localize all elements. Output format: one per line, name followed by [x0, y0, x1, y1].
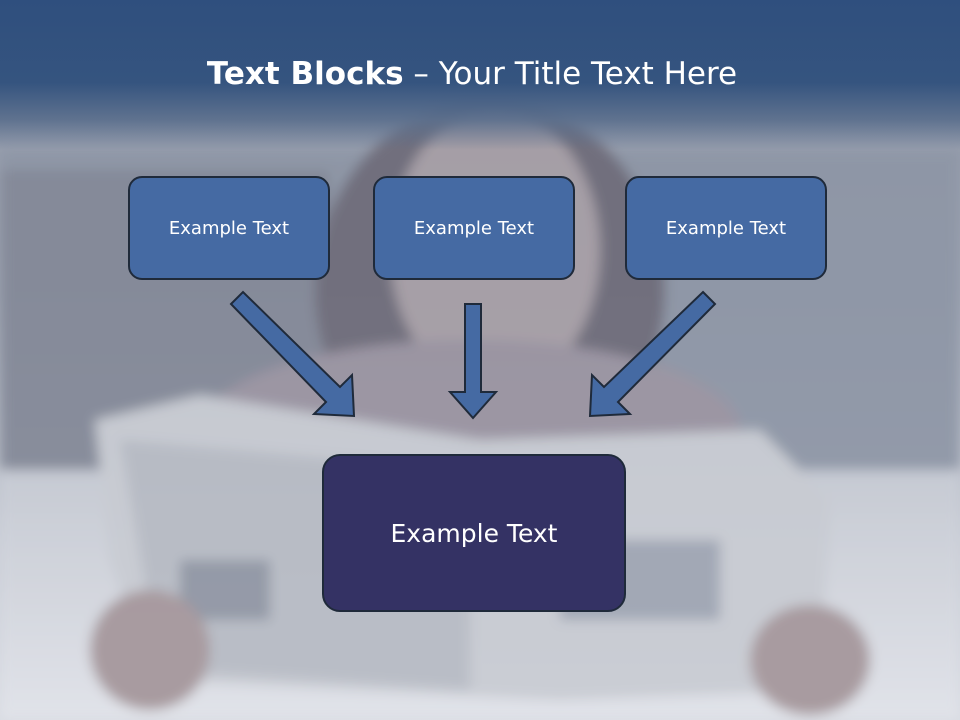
arrow-down-left-icon — [588, 290, 717, 418]
text-block-left[interactable]: Example Text — [128, 176, 330, 280]
text-block-center[interactable]: Example Text — [373, 176, 575, 280]
title-bar — [0, 0, 960, 150]
title-rest: Your Title Text Here — [438, 56, 738, 92]
text-block-left-label: Example Text — [168, 217, 290, 239]
arrow-down-icon — [447, 303, 499, 420]
text-block-center-label: Example Text — [413, 217, 535, 239]
text-block-right[interactable]: Example Text — [625, 176, 827, 280]
title-bold: Text Blocks — [206, 56, 404, 92]
text-block-right-label: Example Text — [665, 217, 787, 239]
arrow-down-right-icon — [229, 290, 356, 418]
slide-title: Text Blocks – Your Title Text Here — [0, 52, 944, 96]
text-block-result-label: Example Text — [390, 518, 558, 548]
text-block-result[interactable]: Example Text — [322, 454, 626, 612]
title-separator: – — [403, 56, 439, 92]
